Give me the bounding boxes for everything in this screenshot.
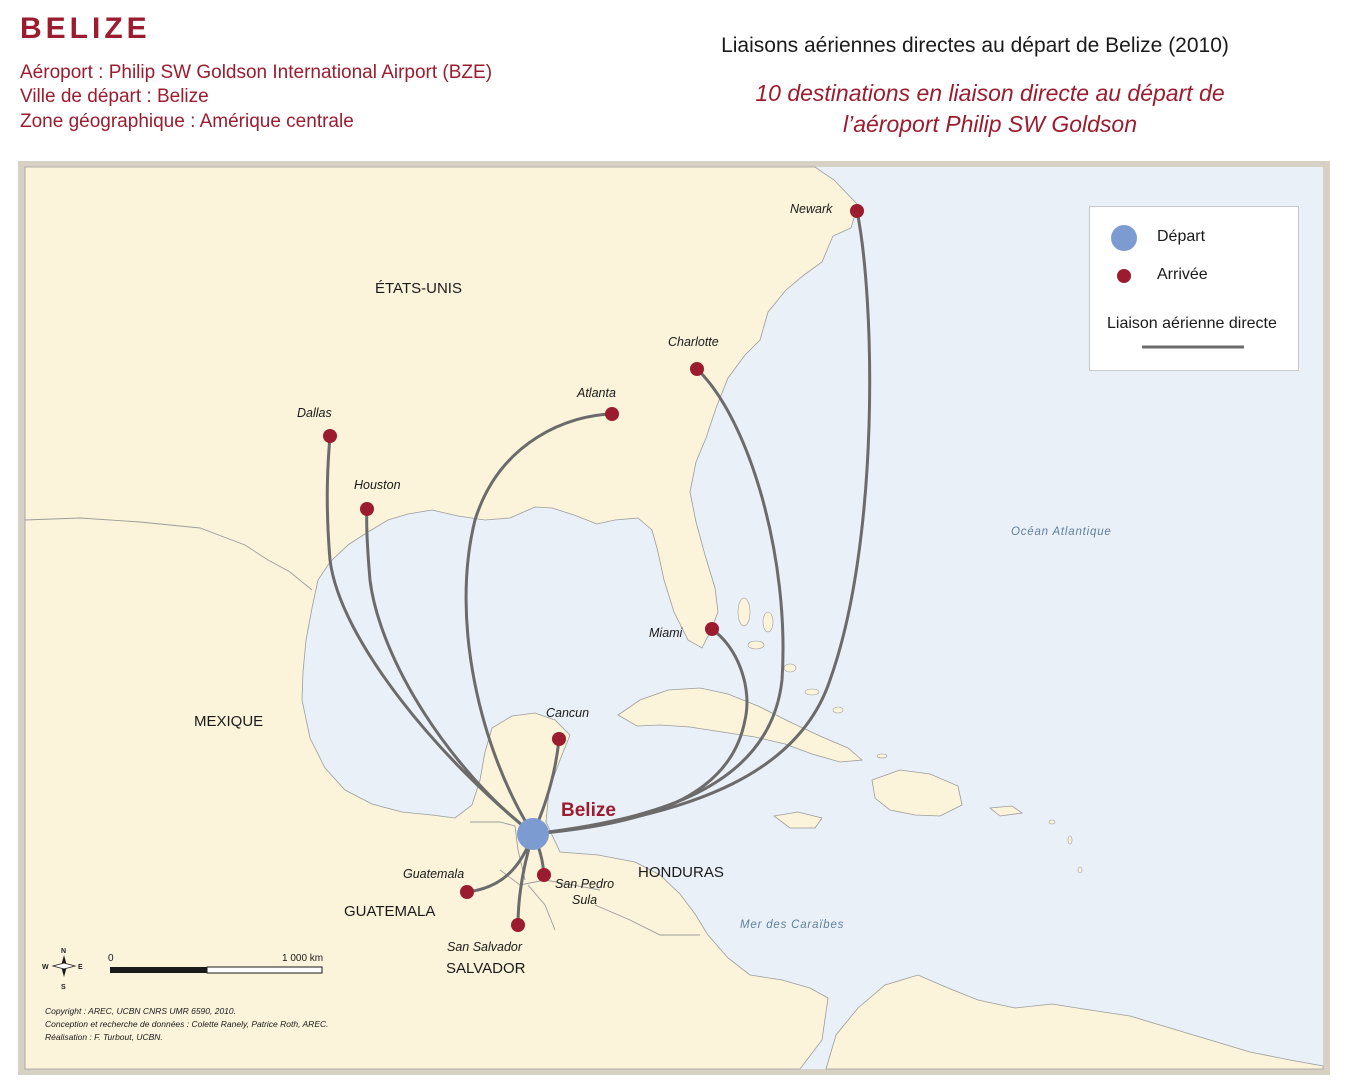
ocean-label-caraibes: Mer des Caraïbes — [740, 919, 844, 931]
credits-line2: Conception et recherche de données : Col… — [45, 1019, 329, 1029]
map-title: Liaisons aériennes directes au départ de… — [721, 34, 1229, 57]
airport-line: Aéroport : Philip SW Goldson Internation… — [20, 62, 493, 83]
city-label-dallas: Dallas — [297, 406, 332, 420]
country-label-salvador: SALVADOR — [446, 960, 526, 977]
legend-departure-label: Départ — [1157, 228, 1206, 245]
departure-label-belize: Belize — [561, 800, 616, 821]
arrival-san-salvador — [511, 918, 525, 932]
city-label-atlanta: Atlanta — [576, 386, 616, 400]
country-title: BELIZE — [20, 12, 151, 45]
land-south-america — [825, 974, 1324, 1070]
routes-layer — [325, 209, 872, 927]
legend-route-label: Liaison aérienne directe — [1107, 315, 1277, 332]
land-puerto-rico — [988, 805, 1024, 817]
arrival-san-pedro-sula — [537, 868, 551, 882]
scale-start: 0 — [108, 953, 114, 964]
city-label-san-salvador: San Salvador — [447, 940, 523, 954]
land-north-america — [24, 166, 859, 1070]
scale-end: 1 000 km — [282, 953, 323, 964]
arrival-charlotte — [690, 362, 704, 376]
ocean-label-atlantique: Océan Atlantique — [1011, 526, 1112, 538]
arrival-points — [323, 204, 864, 932]
city-line: Ville de départ : Belize — [20, 86, 209, 107]
compass-n: N — [61, 948, 66, 955]
city-label-san-pedro: San Pedro — [555, 877, 614, 891]
city-label-charlotte: Charlotte — [668, 335, 719, 349]
compass-w: W — [42, 964, 49, 971]
arrival-miami — [705, 622, 719, 636]
country-label-mexique: MEXIQUE — [194, 713, 263, 730]
compass-s: S — [61, 984, 66, 991]
bahamas-islands — [737, 597, 1083, 874]
legend-symbols — [1111, 225, 1244, 349]
scale-bar: 0 1 000 km — [108, 953, 323, 974]
route-charlotte — [531, 367, 785, 836]
route-miami — [531, 627, 749, 836]
route-houston — [365, 507, 535, 836]
credits-line1: Copyright : AREC, UCBN CNRS UMR 6590, 20… — [45, 1006, 237, 1016]
arrival-cancun — [552, 732, 566, 746]
city-label-newark: Newark — [790, 202, 833, 216]
arrival-guatemala — [460, 885, 474, 899]
legend: Départ Arrivée Liaison aérienne directe — [1089, 206, 1299, 371]
credits: Copyright : AREC, UCBN CNRS UMR 6590, 20… — [45, 1005, 329, 1044]
zone-line: Zone géographique : Amérique centrale — [20, 111, 354, 132]
legend-departure-icon — [1111, 225, 1137, 251]
city-label-cancun: Cancun — [546, 706, 589, 720]
route-atlanta — [464, 412, 614, 836]
arrival-atlanta — [605, 407, 619, 421]
legend-arrival-icon — [1117, 269, 1131, 283]
legend-arrival-label: Arrivée — [1157, 266, 1208, 283]
country-label-honduras: HONDURAS — [638, 864, 724, 881]
map-subtitle-line1: 10 destinations en liaison directe au dé… — [755, 80, 1225, 106]
city-label-sula: Sula — [572, 893, 597, 907]
land-hispaniola — [871, 769, 963, 817]
city-label-miami: Miami — [649, 626, 684, 640]
country-label-usa: ÉTATS-UNIS — [375, 280, 462, 297]
arrival-dallas — [323, 429, 337, 443]
compass-e: E — [78, 964, 83, 971]
land-jamaica — [773, 811, 823, 829]
country-label-guatemala: GUATEMALA — [344, 903, 435, 920]
map-subtitle-line2: l’aéroport Philip SW Goldson — [842, 111, 1138, 137]
city-label-houston: Houston — [354, 478, 401, 492]
route-dallas — [325, 434, 535, 836]
city-label-guatemala: Guatemala — [403, 867, 464, 881]
arrival-houston — [360, 502, 374, 516]
land-cuba — [617, 687, 863, 763]
route-newark — [531, 209, 872, 836]
compass-rose: N S E W — [42, 948, 83, 991]
departure-point-belize — [517, 818, 549, 850]
arrival-newark — [850, 204, 864, 218]
credits-line3: Réalisation : F. Turbout, UCBN. — [45, 1032, 163, 1042]
